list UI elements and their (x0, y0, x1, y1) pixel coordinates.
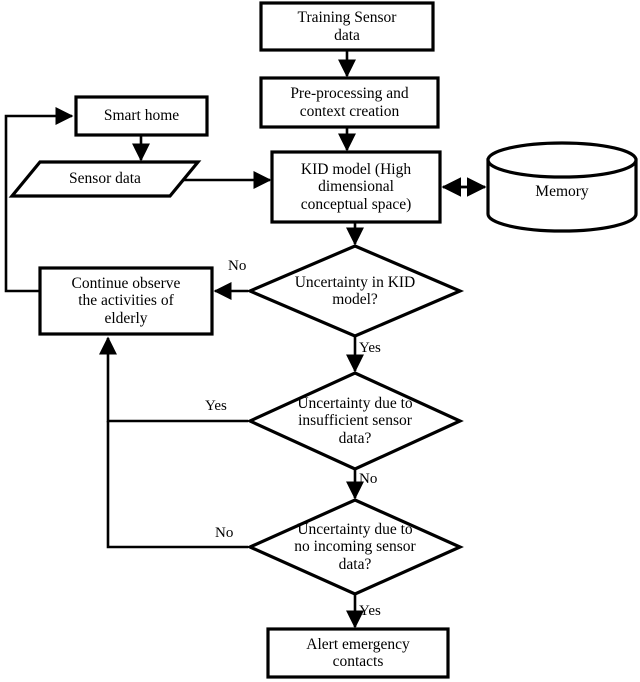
node-shape-continue-observe (38, 266, 214, 336)
node-shape-uncertainty-no-incoming (246, 498, 464, 596)
node-shape-sensor-data (8, 160, 202, 198)
node-shape-memory (486, 141, 638, 233)
edge-no-incoming-no-to-continue-observe (106, 421, 248, 549)
edge-insufficient-yes-to-continue-observe (98, 336, 248, 423)
node-shape-alert-emergency (266, 627, 450, 679)
node-shape-preprocessing (259, 76, 440, 129)
node-shape-kid-model (270, 150, 442, 224)
node-shape-smart-home (74, 95, 209, 137)
node-shape-uncertainty-kid (245, 244, 465, 338)
node-shape-training-sensor-data (259, 1, 435, 52)
edge-continue-observe-to-smart-home (4, 106, 74, 293)
node-shape-uncertainty-insufficient (246, 371, 464, 471)
